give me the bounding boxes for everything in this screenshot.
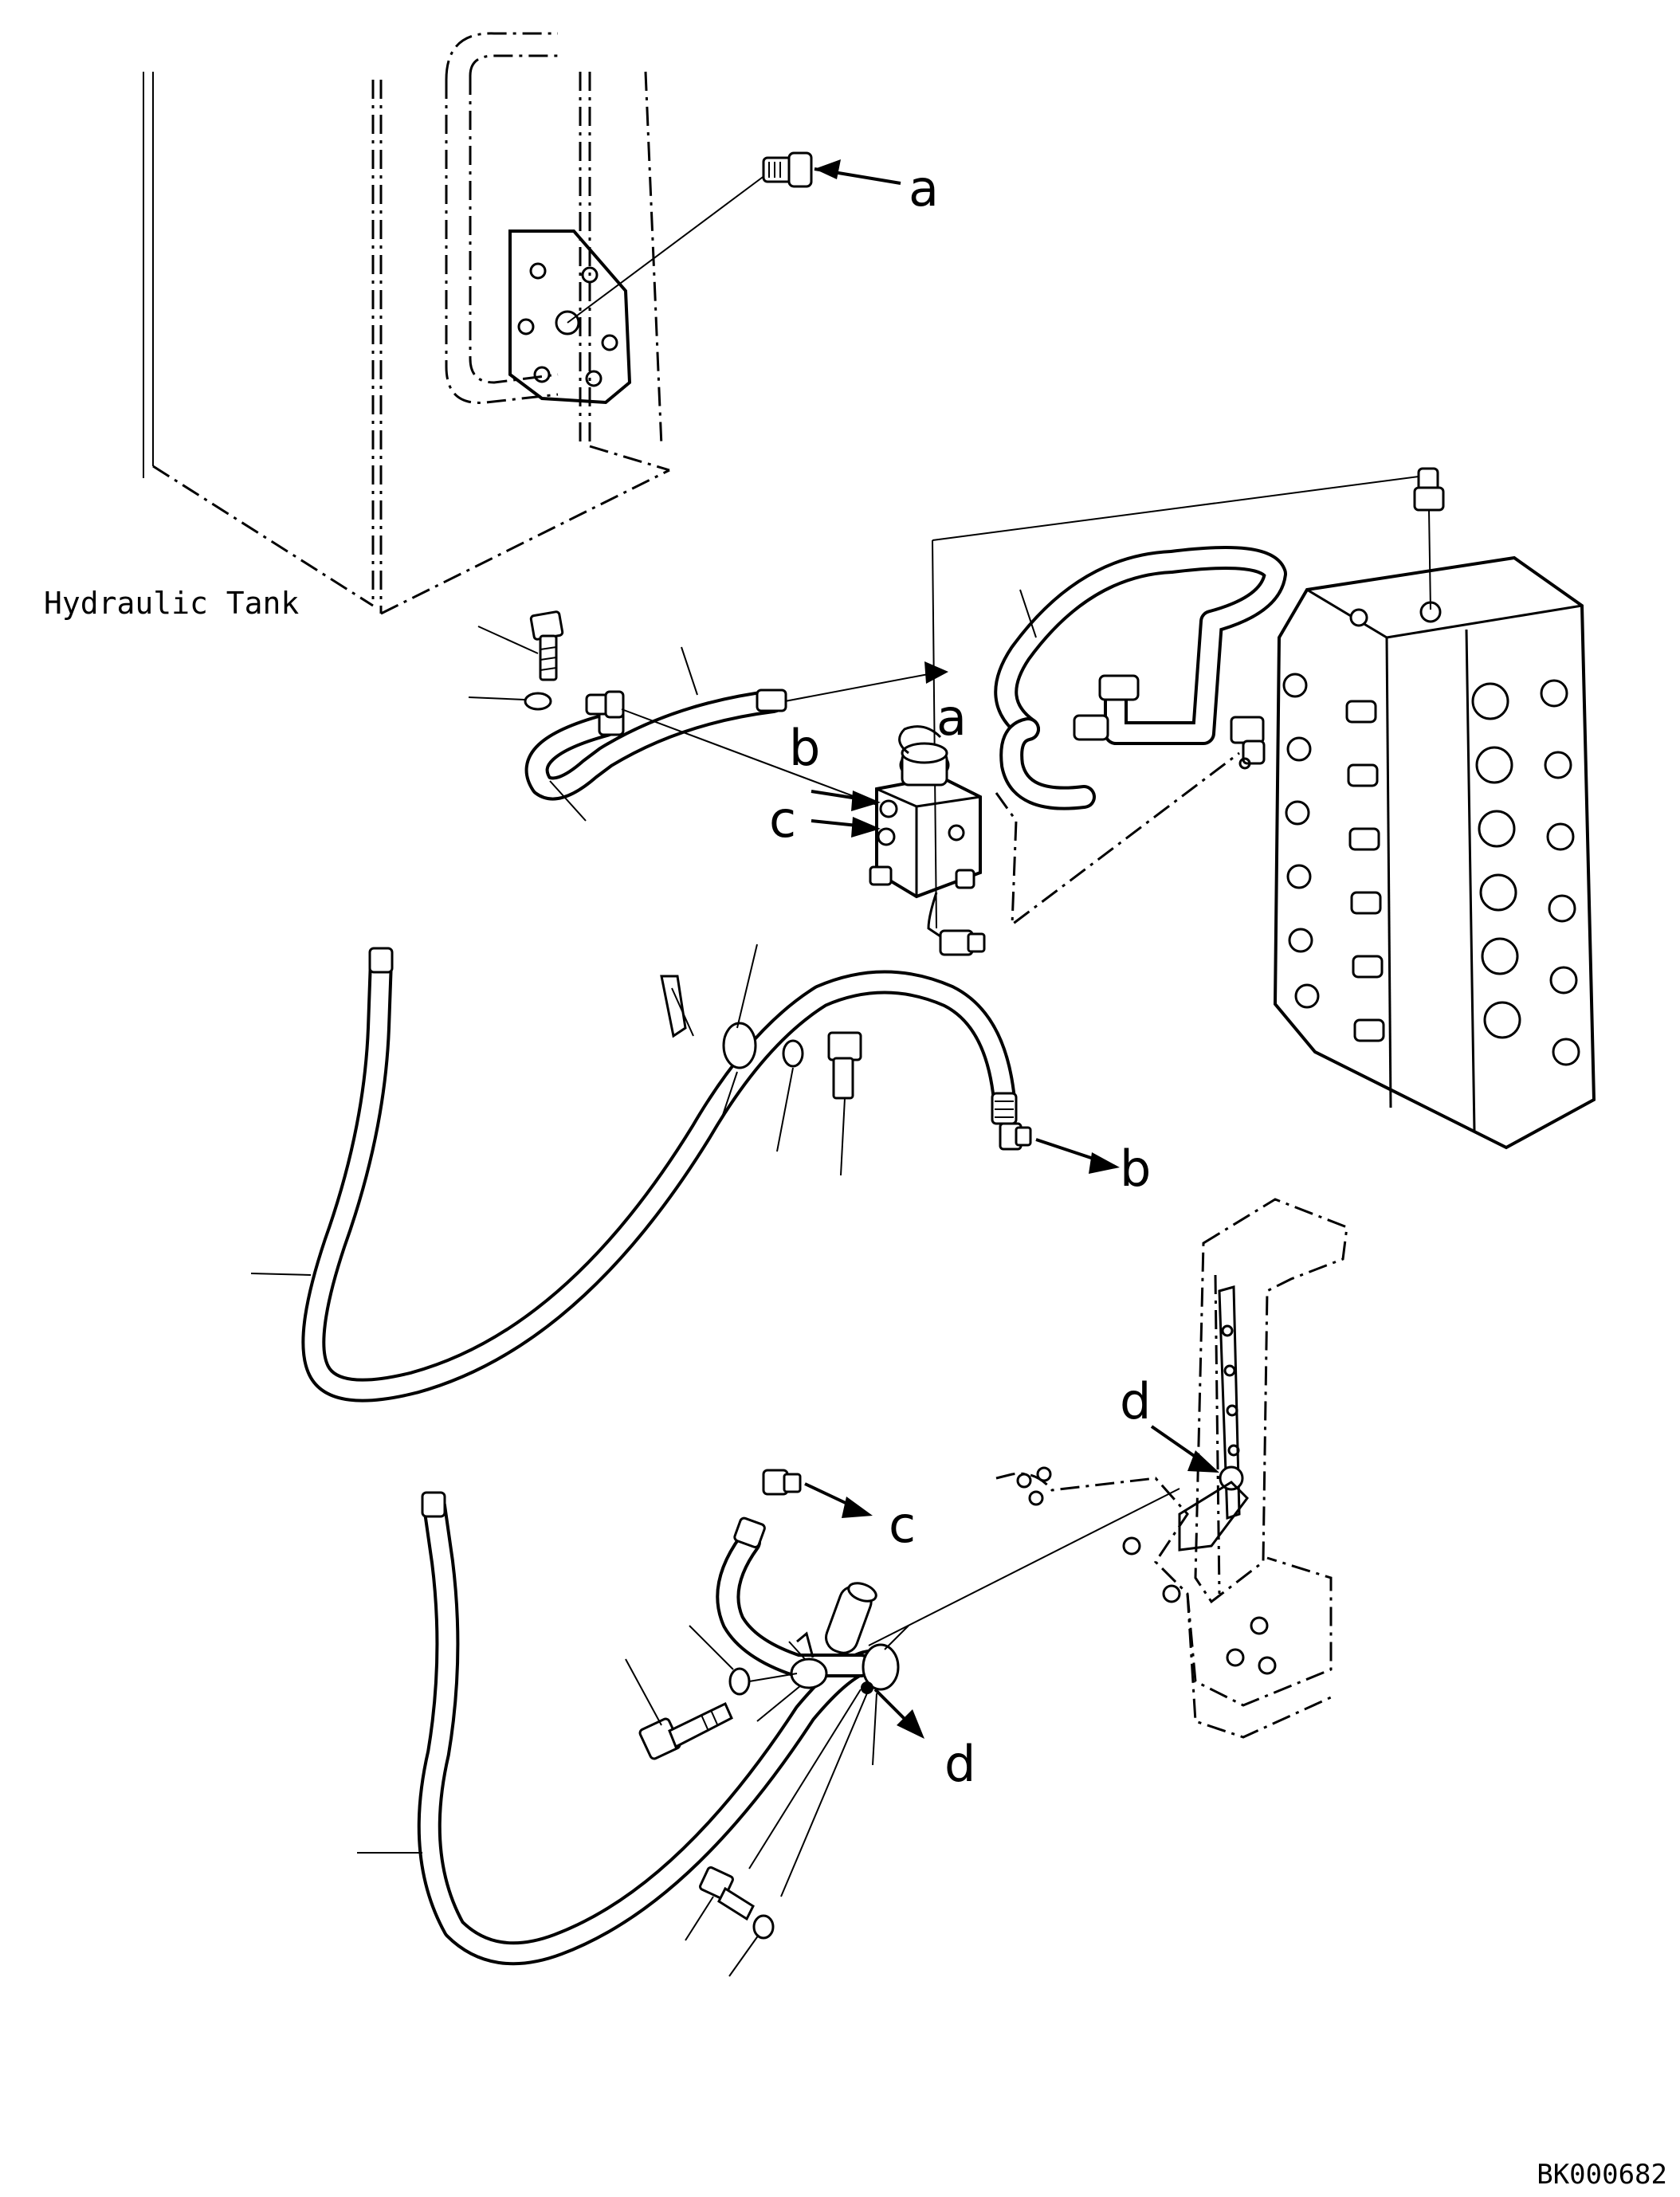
ref-d-upper: d xyxy=(1120,1372,1151,1430)
hydraulic-tank-label: Hydraulic Tank xyxy=(44,586,299,621)
ref-a-top: a xyxy=(909,159,939,218)
ref-b-upper: b xyxy=(789,719,820,777)
elbow-fitting-a xyxy=(762,151,813,188)
lower-long-hose xyxy=(417,1491,881,1966)
steel-tube xyxy=(994,546,1287,810)
ref-a-middle: a xyxy=(936,689,967,747)
ref-d-lower: d xyxy=(944,1735,975,1793)
upper-hose xyxy=(524,689,787,801)
fitting-to-b xyxy=(999,1122,1032,1151)
washer-small-lower xyxy=(752,1914,775,1940)
elbow-fitting-valve-top xyxy=(1413,467,1445,610)
tube-elbow-right xyxy=(1230,716,1266,770)
bolt-middle xyxy=(827,1031,862,1100)
bolt-long-lower xyxy=(638,1701,733,1760)
lower-short-hose xyxy=(716,1516,873,1677)
ref-c-upper: c xyxy=(769,791,796,849)
washer-middle xyxy=(782,1039,804,1068)
washer-upper xyxy=(524,692,552,711)
hydraulic-tank xyxy=(143,32,766,615)
hose-clamp-middle xyxy=(660,975,757,1069)
bolt-upper xyxy=(529,610,564,681)
bolt-small-lower xyxy=(699,1866,755,1921)
small-elbow-upper xyxy=(585,690,625,719)
valve-ports-right xyxy=(1471,679,1580,1066)
pedal-bracket xyxy=(995,1198,1348,1739)
control-valve xyxy=(1273,555,1596,1150)
ref-b-lower: b xyxy=(1120,1140,1151,1198)
spacer-tube xyxy=(825,1582,877,1654)
document-number: BK000682 xyxy=(1537,2159,1667,2191)
valve-ports-left xyxy=(1282,673,1320,1009)
fitting-to-c xyxy=(762,1469,802,1496)
double-clamp xyxy=(790,1631,900,1694)
washer-lower xyxy=(728,1667,751,1696)
valve-ports-middle xyxy=(1345,700,1385,1042)
ref-c-lower: c xyxy=(889,1496,916,1554)
middle-long-hose xyxy=(301,947,1018,1403)
solenoid-valve xyxy=(869,725,986,956)
